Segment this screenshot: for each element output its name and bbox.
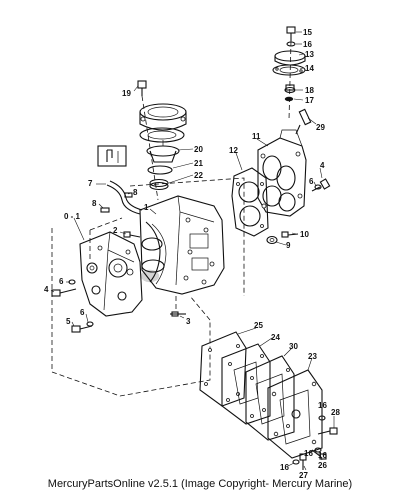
- bolt-19[interactable]: [137, 80, 147, 96]
- copyright-footer: MercuryPartsOnline v2.5.1 (Image Copyrig…: [47, 478, 353, 490]
- exhaust-cover-11[interactable]: [257, 129, 307, 217]
- callout-24: 24: [271, 333, 280, 342]
- callout-29: 29: [316, 123, 325, 132]
- part-9[interactable]: [266, 235, 278, 245]
- callout-16-lower-right: 16: [318, 451, 327, 460]
- callout-3: 3: [186, 317, 191, 326]
- callout-0-1: 0 - 1: [64, 212, 81, 221]
- callout-21: 21: [194, 159, 203, 168]
- hose-7[interactable]: [106, 180, 143, 215]
- callout-8-left: 8: [92, 199, 97, 208]
- callout-26: 26: [318, 461, 327, 470]
- gasket-12[interactable]: [231, 167, 269, 237]
- callout-17: 17: [305, 96, 314, 105]
- callout-16-bottom: 16: [280, 463, 289, 472]
- bolt-4-right[interactable]: [311, 178, 331, 192]
- callout-6-right: 6: [309, 177, 314, 186]
- callout-13: 13: [305, 50, 314, 59]
- callout-23: 23: [308, 352, 317, 361]
- callout-labels: 15 16 13 14 18 17 29 19 20 21 22 11 12 4…: [44, 28, 340, 480]
- callout-16-mid: 16: [304, 449, 313, 458]
- callout-16-right: 16: [318, 401, 327, 410]
- washer-16-lower[interactable]: [292, 415, 326, 465]
- seal-22[interactable]: [149, 178, 169, 191]
- callout-2: 2: [113, 226, 118, 235]
- plate-25[interactable]: [199, 331, 247, 407]
- gasket-14[interactable]: [272, 64, 306, 76]
- callout-28: 28: [331, 408, 340, 417]
- gasket-21[interactable]: [147, 165, 173, 175]
- bolt-5[interactable]: [71, 325, 93, 333]
- callout-9: 9: [286, 241, 291, 250]
- bolt-28[interactable]: [317, 427, 338, 435]
- fitting-29[interactable]: [295, 108, 312, 135]
- housing-cover[interactable]: [139, 103, 187, 131]
- gasket-ring[interactable]: [139, 127, 185, 143]
- bolt-2[interactable]: [123, 231, 141, 238]
- fitting-27[interactable]: [299, 453, 307, 470]
- callout-12: 12: [229, 146, 238, 155]
- callout-6-left: 6: [59, 277, 64, 286]
- callout-25: 25: [254, 321, 263, 330]
- callout-14: 14: [305, 64, 314, 73]
- crankcase-cover-0-1[interactable]: [79, 231, 143, 317]
- callout-7: 7: [88, 179, 93, 188]
- callout-15: 15: [303, 28, 312, 37]
- part-17[interactable]: [284, 96, 294, 102]
- cover-13[interactable]: [274, 50, 306, 66]
- bolt-15[interactable]: [286, 26, 296, 41]
- callout-18: 18: [305, 86, 314, 95]
- callout-8-top: 8: [133, 188, 138, 197]
- callout-27: 27: [299, 471, 308, 480]
- pin-3[interactable]: [170, 311, 186, 317]
- thermostat-20[interactable]: [146, 140, 180, 163]
- washer-6-right[interactable]: [314, 184, 322, 190]
- gasket-30[interactable]: [245, 355, 295, 441]
- bolt-4-left[interactable]: [51, 288, 77, 297]
- callout-16: 16: [303, 40, 312, 49]
- hose-clip-detail: [97, 145, 127, 167]
- fitting-10[interactable]: [281, 231, 299, 238]
- callout-11: 11: [252, 132, 261, 141]
- callout-5: 5: [66, 317, 71, 326]
- callout-1: 1: [144, 203, 149, 212]
- callout-22: 22: [194, 171, 203, 180]
- cover-23[interactable]: [267, 369, 323, 459]
- cylinder-block-1[interactable]: [139, 195, 225, 295]
- fitting-8[interactable]: [100, 192, 133, 213]
- bolt-26[interactable]: [311, 449, 327, 460]
- callout-4-right: 4: [320, 161, 325, 170]
- leader-lines: [50, 31, 335, 471]
- callout-20: 20: [194, 145, 203, 154]
- callout-30: 30: [289, 342, 298, 351]
- callout-4-left: 4: [44, 285, 49, 294]
- callout-6-lower: 6: [80, 308, 85, 317]
- callout-19: 19: [122, 89, 131, 98]
- callout-10: 10: [300, 230, 309, 239]
